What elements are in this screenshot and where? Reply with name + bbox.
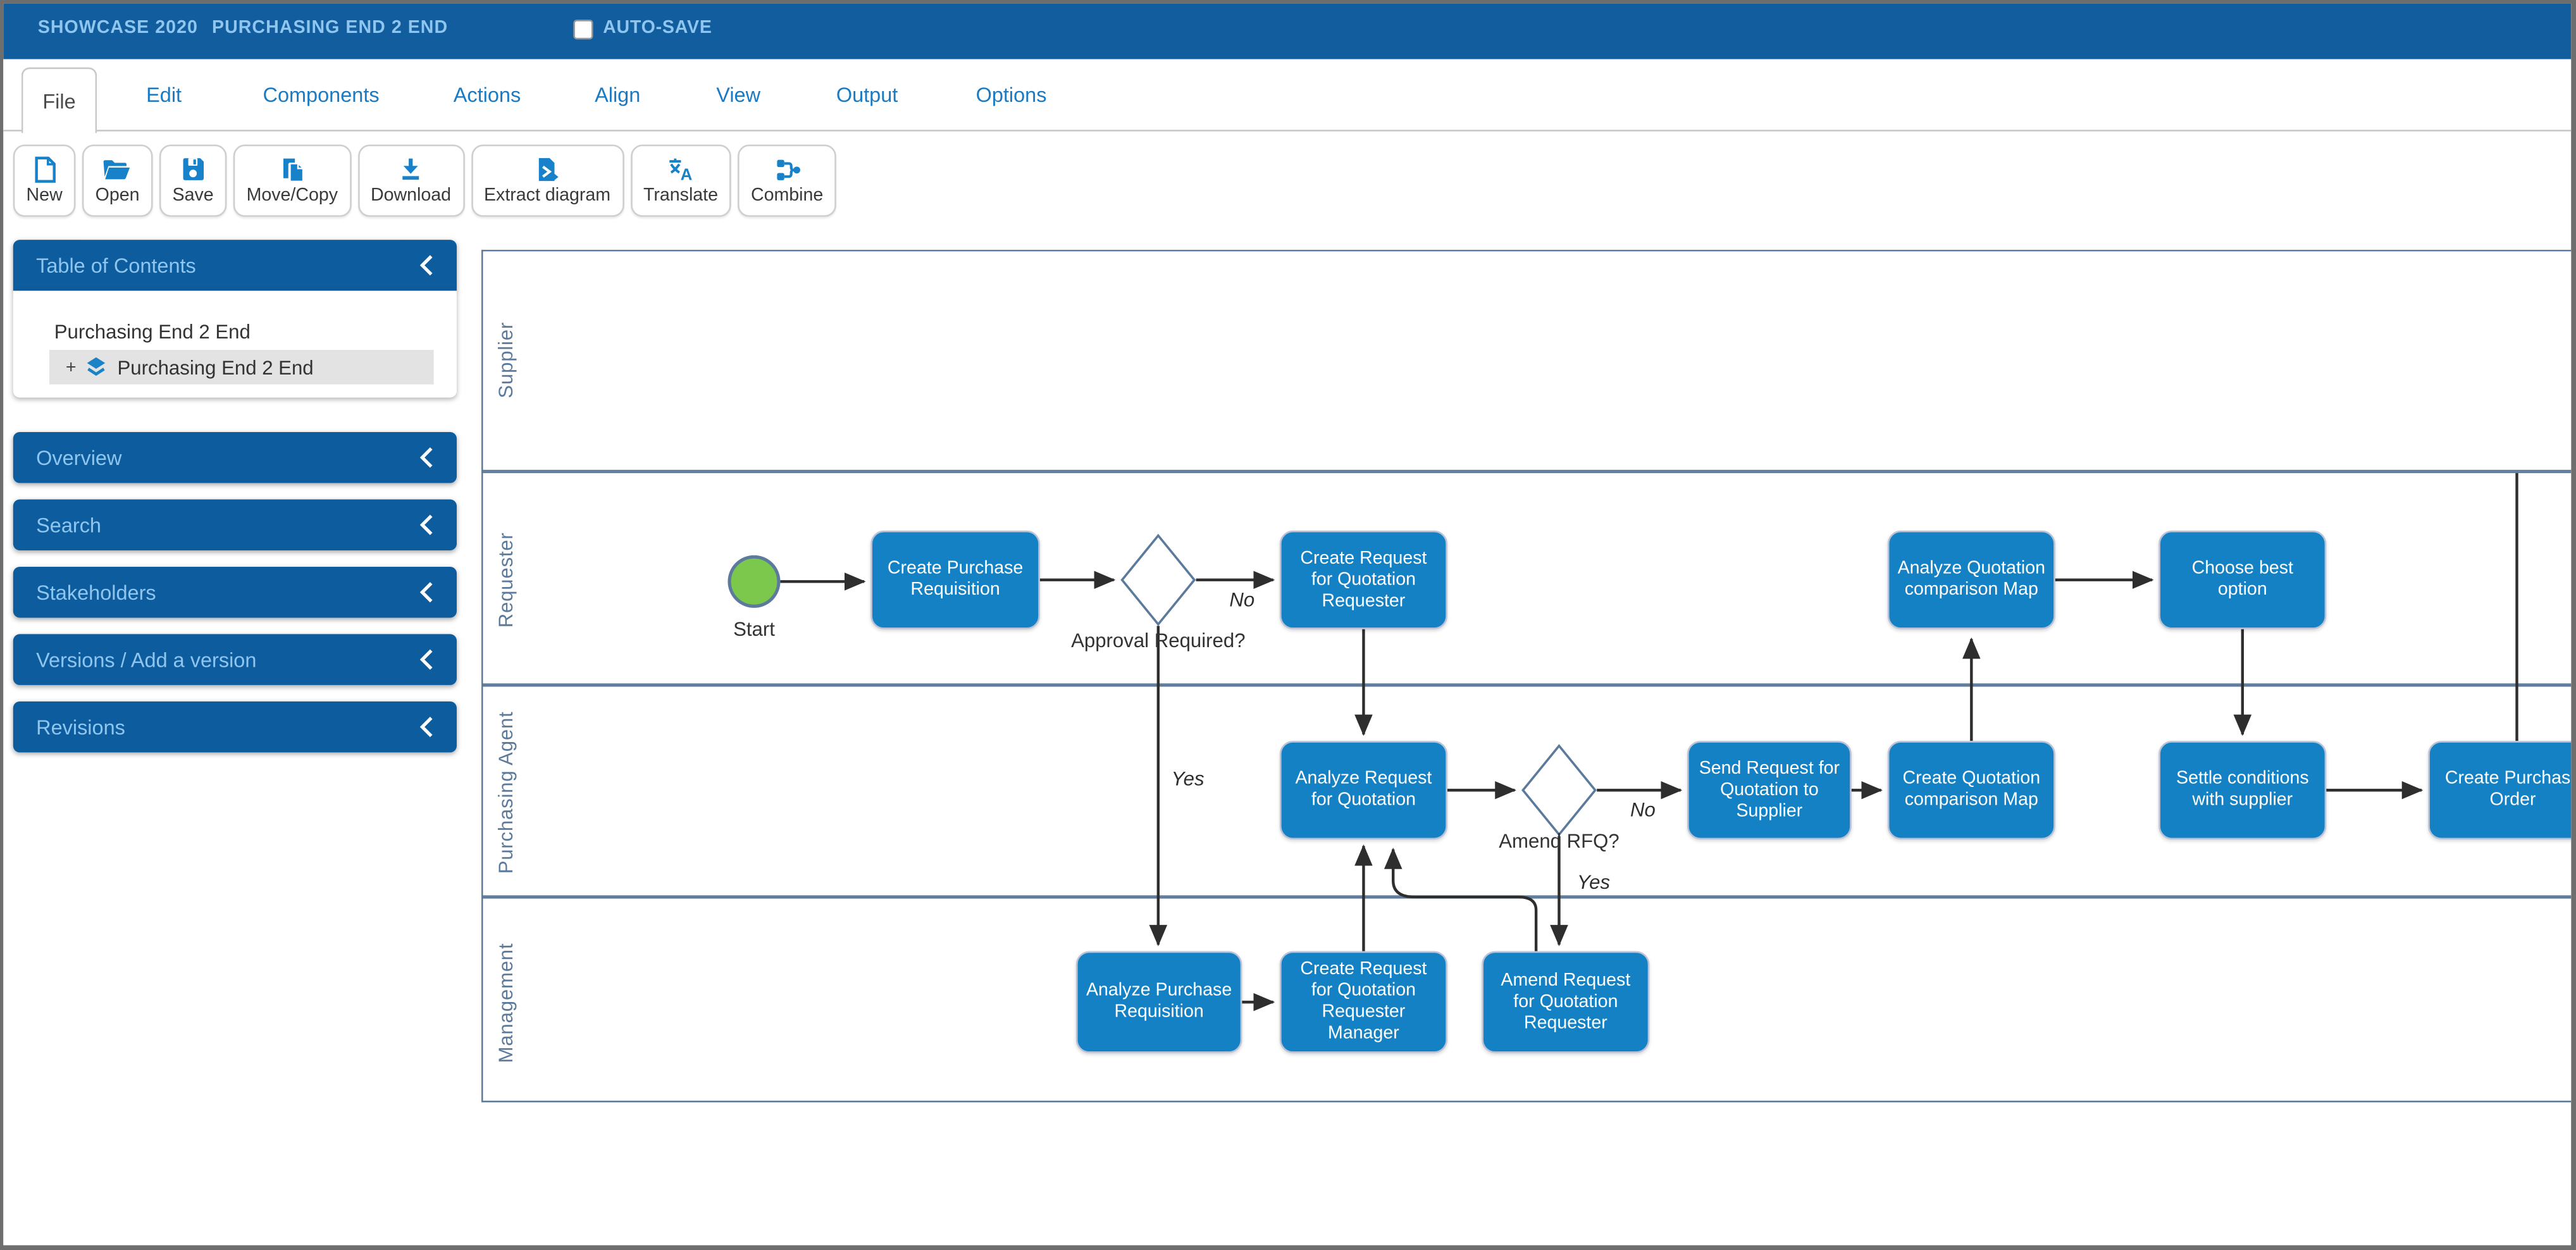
button-label: Download — [371, 185, 452, 206]
task-choose-best-option[interactable]: Choose best option — [2158, 530, 2327, 629]
new-button[interactable]: New — [13, 144, 76, 217]
start-event-label: Start — [733, 617, 775, 641]
tab-view[interactable]: View — [716, 84, 761, 107]
panel-header-revisions[interactable]: Revisions — [13, 701, 457, 753]
button-label: Save — [172, 185, 214, 206]
toc-expand-icon[interactable]: + — [65, 357, 77, 377]
edge-label-yes-1: Yes — [1171, 767, 1204, 791]
collapse-chevron-icon — [419, 447, 433, 468]
tab-components[interactable]: Components — [263, 84, 380, 107]
gateway-approval-required[interactable] — [1120, 533, 1196, 626]
task-create-purchase-order[interactable]: Create Purchase Order — [2428, 741, 2572, 840]
button-label: Extract diagram — [484, 185, 611, 206]
download-icon — [398, 154, 424, 184]
download-button[interactable]: Download — [357, 144, 464, 217]
flow-amend-request-to-analyze-rfq[interactable] — [1384, 848, 1538, 951]
task-create-request-for-quotation-requester-manager[interactable]: Create Request for Quotation Requester M… — [1280, 951, 1447, 1053]
move-copy-button[interactable]: Move/Copy — [233, 144, 351, 217]
collapse-chevron-icon — [419, 717, 433, 738]
toc-body: Purchasing End 2 End + Purchasing End 2 … — [13, 290, 457, 398]
panel-header-versions[interactable]: Versions / Add a version — [13, 634, 457, 685]
combine-button[interactable]: Combine — [738, 144, 837, 217]
gateway-amend-rfq[interactable] — [1521, 744, 1597, 837]
button-label: Move/Copy — [246, 185, 338, 206]
sequence-flows — [780, 473, 2518, 1012]
lane-divider — [483, 683, 2572, 687]
button-label: New — [26, 185, 63, 206]
panel-header-search[interactable]: Search — [13, 499, 457, 550]
app-title[interactable]: SHOWCASE 2020 — [37, 18, 198, 38]
open-button[interactable]: Open — [82, 144, 153, 217]
gateway-label: Approval Required? — [1071, 629, 1246, 652]
toc-root-label[interactable]: Purchasing End 2 End — [54, 320, 251, 343]
task-send-request-for-quotation-to-supplier[interactable]: Send Request for Quotation to Supplier — [1687, 741, 1852, 840]
gateway-label: Amend RFQ? — [1499, 829, 1619, 853]
start-event[interactable] — [728, 555, 781, 608]
tab-edit[interactable]: Edit — [146, 84, 182, 107]
panel-title: Versions / Add a version — [36, 648, 257, 671]
task-analyze-request-for-quotation[interactable]: Analyze Request for Quotation — [1280, 741, 1447, 840]
lane-divider — [483, 469, 2572, 473]
tab-align[interactable]: Align — [595, 84, 641, 107]
translate-icon: A — [667, 154, 695, 184]
button-label: Combine — [750, 185, 824, 206]
combine-icon — [773, 154, 801, 184]
extract-diagram-button[interactable]: Extract diagram — [471, 144, 624, 217]
task-analyze-quotation-comparison-map[interactable]: Analyze Quotation comparison Map — [1887, 530, 2055, 629]
panel-title: Revisions — [36, 715, 125, 739]
layers-icon — [87, 357, 106, 376]
toolbar: New Open Save Move/Copy Download — [13, 144, 837, 217]
panel-title: Search — [36, 513, 101, 536]
tab-output[interactable]: Output — [836, 84, 898, 107]
autosave-label: AUTO-SAVE — [603, 18, 712, 38]
panel-header-overview[interactable]: Overview — [13, 431, 457, 483]
task-analyze-purchase-requisition[interactable]: Analyze Purchase Requisition — [1075, 951, 1242, 1053]
tab-file[interactable]: File — [21, 67, 97, 133]
panel-header-table-of-contents[interactable]: Table of Contents — [13, 240, 457, 291]
panel-header-stakeholders[interactable]: Stakeholders — [13, 566, 457, 618]
toc-item-purchasing-end-2-end[interactable]: + Purchasing End 2 End — [49, 350, 434, 385]
panel-title: Overview — [36, 446, 122, 469]
button-label: Translate — [643, 185, 719, 206]
panel-title: Table of Contents — [36, 254, 196, 277]
button-label: Open — [95, 185, 140, 206]
collapse-chevron-icon — [419, 582, 433, 603]
edge-label-no-0: No — [1229, 588, 1255, 612]
autosave-checkbox[interactable] — [573, 20, 593, 40]
toc-item-label: Purchasing End 2 End — [117, 356, 314, 379]
tab-actions[interactable]: Actions — [453, 84, 521, 107]
task-create-quotation-comparison-map[interactable]: Create Quotation comparison Map — [1887, 741, 2055, 840]
collapse-chevron-icon — [419, 649, 433, 670]
save-button[interactable]: Save — [159, 144, 227, 217]
open-folder-icon — [102, 154, 132, 184]
translate-button[interactable]: A Translate — [630, 144, 731, 217]
top-bar: SHOWCASE 2020 PURCHASING END 2 END AUTO-… — [3, 3, 2572, 59]
task-settle-conditions-with-supplier[interactable]: Settle conditions with supplier — [2158, 741, 2327, 840]
menu-bar: File Edit Components Actions Align View … — [3, 59, 2572, 133]
panel-title: Stakeholders — [36, 581, 156, 604]
document-title[interactable]: PURCHASING END 2 END — [212, 18, 449, 38]
task-amend-request-for-quotation-requester[interactable]: Amend Request for Quotation Requester — [1482, 951, 1650, 1053]
svg-text:A: A — [680, 164, 692, 183]
tab-options[interactable]: Options — [975, 84, 1047, 107]
edge-label-yes-3: Yes — [1577, 870, 1611, 894]
copy-icon — [279, 154, 306, 184]
new-file-icon — [32, 154, 57, 184]
edge-label-no-2: No — [1630, 798, 1656, 822]
collapse-chevron-icon — [419, 514, 433, 535]
save-icon — [181, 154, 206, 184]
collapse-chevron-icon — [419, 255, 433, 276]
sidebar: Table of Contents Purchasing End 2 End +… — [13, 240, 457, 769]
task-create-request-for-quotation-requester[interactable]: Create Request for Quotation Requester — [1280, 530, 1447, 629]
extract-diagram-icon — [534, 154, 560, 184]
task-create-purchase-requisition[interactable]: Create Purchase Requisition — [870, 530, 1040, 629]
